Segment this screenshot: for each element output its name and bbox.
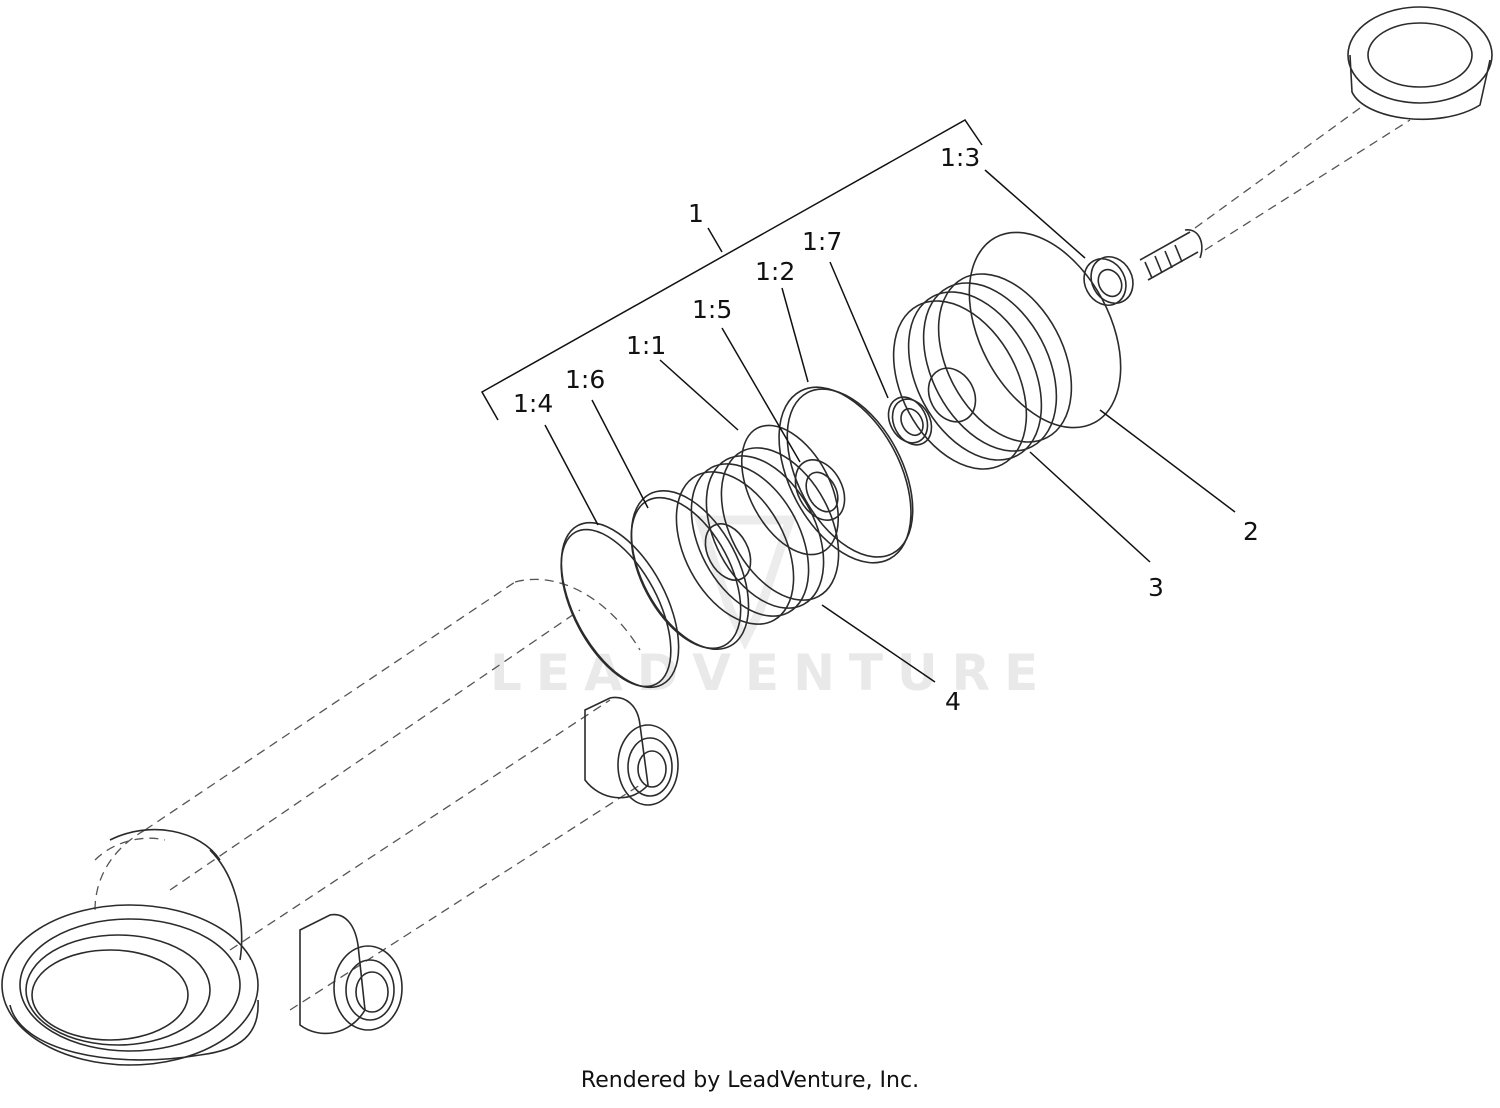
ring-1-2 [778, 386, 914, 564]
leader-4 [821, 604, 936, 683]
leader-1-6 [591, 399, 649, 509]
callout-4: 4 [945, 687, 961, 716]
leader-1-4 [544, 424, 599, 526]
callout-1-5: 1:5 [692, 295, 732, 324]
seal-1-5 [794, 459, 846, 521]
leader-1-5 [721, 327, 801, 463]
callout-1-7: 1:7 [802, 227, 842, 256]
callout-1-6: 1:6 [565, 365, 605, 394]
leader-1 [707, 227, 723, 253]
lower-port-fitting [299, 913, 403, 1035]
rod-eye [1347, 6, 1493, 121]
callout-1-1: 1:1 [626, 331, 666, 360]
seal-1-7 [887, 396, 933, 446]
callout-3: 3 [1148, 573, 1164, 602]
seal-1-3 [1083, 256, 1134, 306]
leader-1-7 [829, 261, 889, 399]
leader-1-1 [659, 359, 739, 431]
base-eye-mount [1, 904, 259, 1066]
kit-bracket [480, 119, 983, 421]
ring-1-1 [740, 424, 840, 556]
piston-rod [1139, 107, 1411, 281]
callout-1-3: 1:3 [940, 143, 980, 172]
watermark-text: LEADVENTURE [490, 644, 1052, 702]
callout-1-4: 1:4 [513, 389, 553, 418]
callout-2: 2 [1243, 517, 1259, 546]
gland [892, 273, 1073, 470]
leader-1-2 [781, 287, 809, 383]
callout-1: 1 [688, 199, 704, 228]
callout-1-2: 1:2 [755, 257, 795, 286]
leader-1-3 [984, 169, 1086, 259]
ring-1-4 [560, 521, 680, 689]
cylinder-barrel [94, 578, 641, 1011]
upper-port-fitting [584, 696, 679, 806]
watermark-logo-icon [693, 515, 797, 651]
footer-credit: Rendered by LeadVenture, Inc. [580, 1068, 920, 1093]
leader-2 [1099, 409, 1236, 513]
piston [675, 447, 840, 625]
leader-3 [1029, 451, 1151, 563]
ring-1-6 [630, 489, 750, 651]
